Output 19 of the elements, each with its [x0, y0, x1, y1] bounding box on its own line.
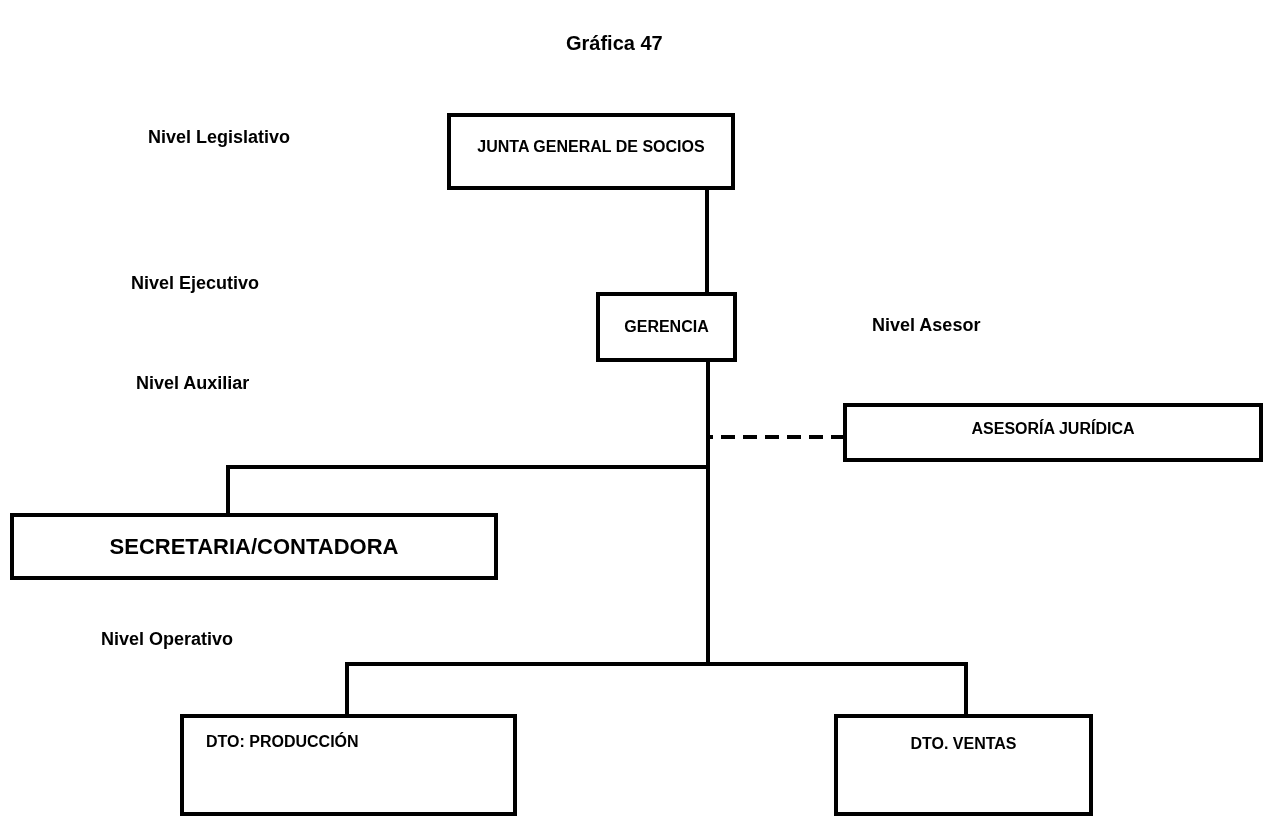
level-label: Nivel Ejecutivo	[131, 272, 260, 295]
box-label: GERENCIA	[624, 317, 709, 337]
org-box	[843, 403, 1263, 462]
diagram-title: Gráfica 47	[566, 31, 663, 56]
connector-line	[705, 190, 709, 292]
level-label: Nivel Operativo	[101, 628, 234, 651]
box-label: SECRETARIA/CONTADORA	[109, 533, 399, 561]
org-box	[180, 714, 517, 816]
level-label: Nivel Asesor	[872, 314, 981, 337]
box-label: DTO. VENTAS	[910, 734, 1017, 754]
box-label: DTO: PRODUCCIÓN	[206, 731, 359, 752]
org-box	[596, 292, 737, 362]
org-box	[834, 714, 1093, 816]
box-label: JUNTA GENERAL DE SOCIOS	[477, 137, 705, 157]
org-box	[10, 513, 498, 580]
level-label: Nivel Auxiliar	[136, 372, 250, 395]
org-box	[447, 113, 735, 190]
level-label: Nivel Legislativo	[148, 126, 291, 149]
box-label: ASESORÍA JURÍDICA	[971, 418, 1135, 439]
